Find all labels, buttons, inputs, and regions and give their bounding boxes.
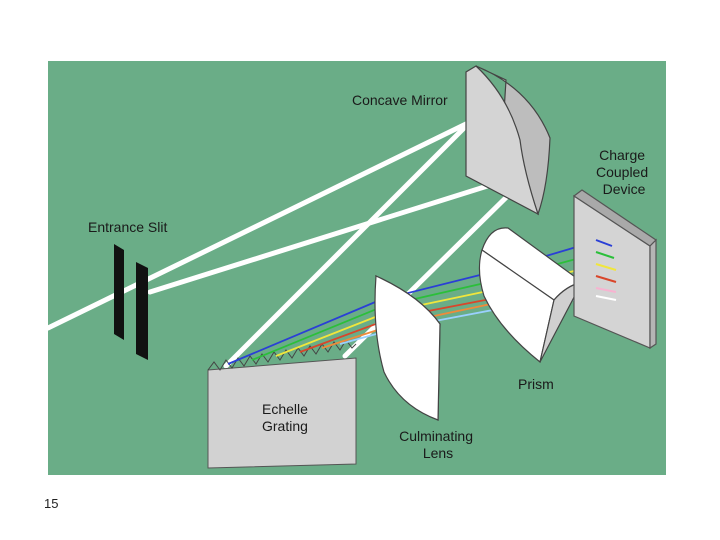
ccd-mark <box>595 239 613 247</box>
ccd-mark <box>595 275 617 283</box>
label-lens-line: Culminating <box>399 428 473 444</box>
label-ccd-line: Device <box>603 181 646 197</box>
label-concave-mirror: Concave Mirror <box>352 92 448 108</box>
ccd-spectrum-marks <box>595 239 617 301</box>
grating-body <box>207 357 357 469</box>
slit-blade-right <box>136 262 148 360</box>
lens-face <box>374 275 441 421</box>
label-ccd-line: Coupled <box>596 164 648 180</box>
label-grating-line: Echelle <box>262 401 308 417</box>
label-culminating-lens: Culminating Lens <box>399 428 477 461</box>
label-lens-line: Lens <box>423 445 453 461</box>
mirror-face <box>465 65 540 216</box>
entrance-slit <box>114 244 148 360</box>
ccd-mark <box>595 263 617 271</box>
ccd-edge <box>649 238 657 350</box>
charge-coupled-device <box>572 189 657 350</box>
prism-left-face <box>478 249 555 364</box>
beam-mirror-to-grating <box>223 119 473 369</box>
ccd-mark <box>595 251 615 259</box>
culminating-lens <box>374 274 441 422</box>
concave-mirror <box>465 65 551 216</box>
label-prism: Prism <box>518 376 554 392</box>
label-entrance-slit: Entrance Slit <box>88 219 167 235</box>
slit-blade-left <box>114 244 124 340</box>
beam-mirror-to-slit-region <box>147 169 535 295</box>
label-echelle-grating: Echelle Grating <box>262 401 312 434</box>
echelle-grating <box>207 339 357 469</box>
ccd-mark <box>595 287 617 293</box>
page-number: 15 <box>44 496 59 511</box>
label-charge-coupled-device: Charge Coupled Device <box>596 147 652 197</box>
ccd-mark <box>595 295 617 301</box>
label-ccd-line: Charge <box>599 147 645 163</box>
label-grating-line: Grating <box>262 418 308 434</box>
